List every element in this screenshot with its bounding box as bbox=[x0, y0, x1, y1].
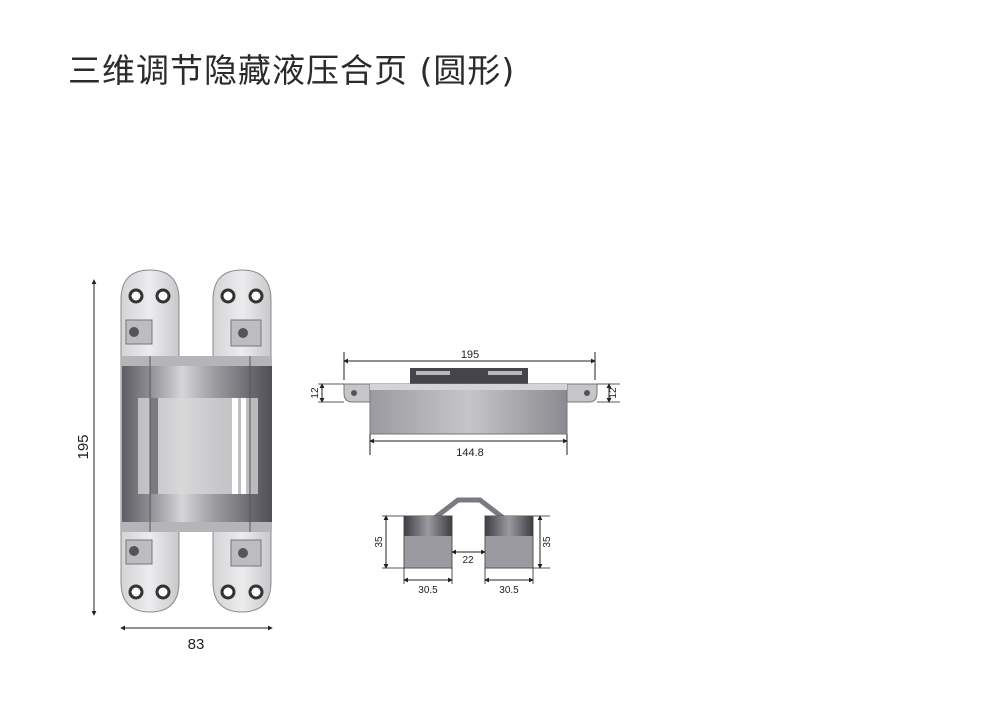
top-view: 35 35 22 30.5 30.5 bbox=[374, 497, 553, 596]
top-connector-arch bbox=[430, 497, 508, 522]
side-right-flange bbox=[566, 383, 598, 403]
side-body-length-label: 144.8 bbox=[456, 447, 484, 459]
screw-holes bbox=[128, 288, 264, 600]
hinge-body bbox=[122, 356, 272, 532]
side-view: 195 12 12 144.8 bbox=[310, 349, 620, 459]
page-title: 三维调节隐藏液压合页 (圆形) bbox=[68, 51, 516, 90]
side-length-label: 195 bbox=[461, 349, 479, 361]
side-body bbox=[369, 383, 568, 435]
front-height-label: 195 bbox=[75, 434, 92, 459]
side-left-thickness-label: 12 bbox=[310, 387, 321, 399]
top-left-height-label: 35 bbox=[374, 536, 385, 548]
front-view: 195 83 bbox=[75, 269, 273, 653]
side-right-thickness-label: 12 bbox=[608, 387, 619, 399]
top-gap-label: 22 bbox=[462, 555, 474, 566]
adjustment-screws bbox=[125, 319, 262, 567]
top-left-width-label: 30.5 bbox=[418, 585, 438, 596]
top-right-width-label: 30.5 bbox=[499, 585, 519, 596]
front-width-label: 83 bbox=[188, 636, 205, 653]
hinge-arm bbox=[410, 368, 528, 384]
top-right-height-label: 35 bbox=[542, 536, 553, 548]
